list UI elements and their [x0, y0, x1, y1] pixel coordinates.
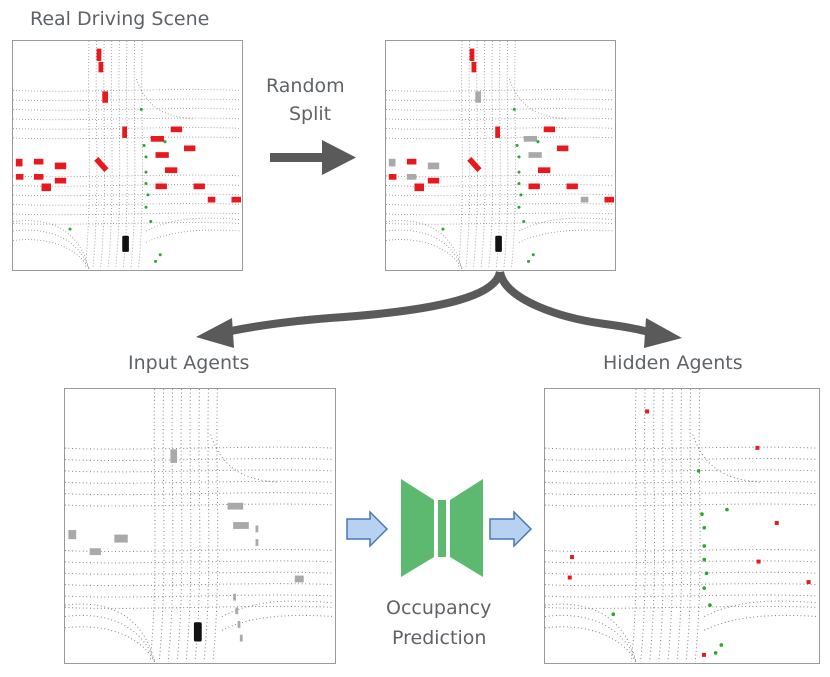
vehicle-agents — [388, 48, 614, 252]
hidden-agents-map — [545, 389, 818, 662]
outlined-right-arrow-icon — [346, 510, 389, 548]
pedestrian-agents — [611, 469, 729, 655]
ego-vehicle — [495, 235, 502, 252]
hidden-agents-label: Hidden Agents — [603, 352, 743, 374]
split-scene-map — [386, 41, 614, 269]
pedestrian-agents — [233, 525, 259, 642]
ego-vehicle — [122, 235, 129, 252]
bowtie-network-icon — [401, 479, 483, 577]
input-agents-label: Input Agents — [128, 352, 250, 374]
real-scene-map — [13, 41, 241, 269]
input-agents-panel — [64, 388, 336, 664]
split-scene-panel — [385, 40, 616, 271]
pedestrian-agents — [68, 107, 167, 263]
ego-vehicle — [193, 622, 202, 642]
vehicle-agents — [68, 449, 304, 642]
road-lane-dots — [386, 41, 614, 269]
road-lane-dots — [13, 41, 241, 269]
outlined-right-arrow-icon-2 — [489, 510, 533, 548]
road-lane-dots — [545, 389, 818, 662]
hidden-agents-panel — [544, 388, 820, 664]
real-scene-panel — [12, 40, 243, 271]
random-split-label-line2: Split — [289, 103, 332, 125]
occupancy-label-line1: Occupancy — [386, 597, 492, 619]
occupancy-label-line2: Prediction — [392, 627, 487, 649]
vehicle-agents — [15, 48, 241, 252]
real-scene-label: Real Driving Scene — [30, 8, 210, 30]
curved-split-arrows-icon — [196, 270, 682, 348]
vehicle-agents — [567, 409, 811, 657]
road-lane-dots — [65, 389, 334, 662]
right-arrow-icon — [270, 140, 356, 175]
pedestrian-agents — [441, 107, 540, 263]
random-split-label-line1: Random — [266, 75, 345, 97]
input-agents-map — [65, 389, 334, 662]
